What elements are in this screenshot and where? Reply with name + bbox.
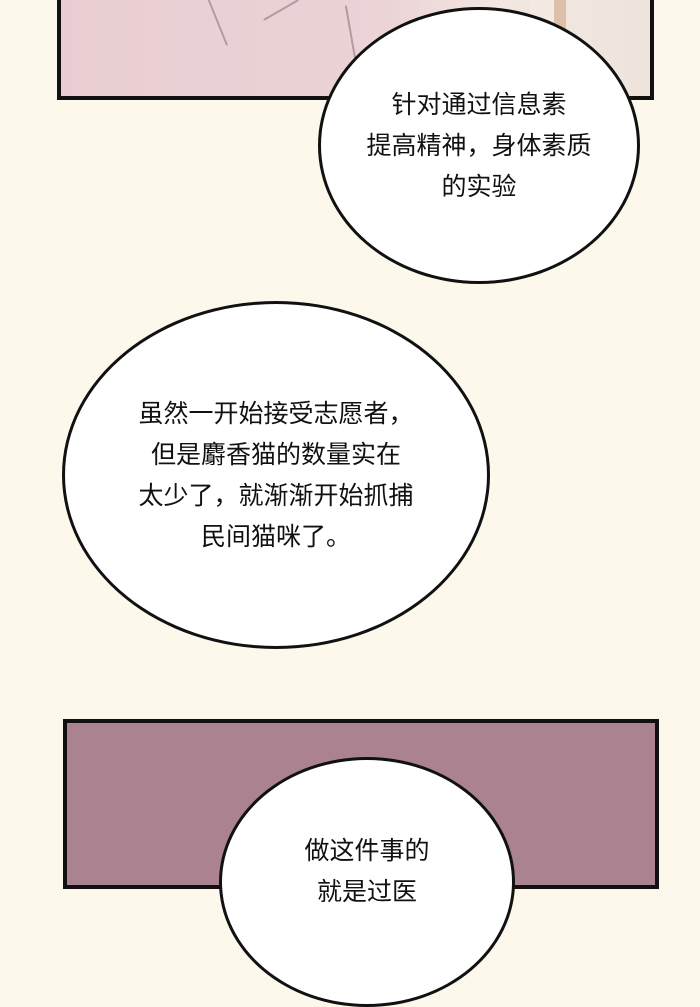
bubble-line: 太少了，就渐渐开始抓捕 <box>138 481 414 510</box>
bubble-line: 做这件事的 <box>304 836 430 865</box>
sketch-line <box>199 0 229 46</box>
speech-bubble-2: 虽然一开始接受志愿者， 但是麝香猫的数量实在 太少了，就渐渐开始抓捕 民间猫咪了… <box>62 301 490 649</box>
bubble-line: 针对通过信息素 <box>391 90 567 119</box>
bubble-text: 虽然一开始接受志愿者， 但是麝香猫的数量实在 太少了，就渐渐开始抓捕 民间猫咪了… <box>138 393 413 557</box>
bubble-text: 针对通过信息素 提高精神，身体素质 的实验 <box>366 84 591 207</box>
bubble-line: 就是过医 <box>316 877 417 906</box>
bubble-line: 虽然一开始接受志愿者， <box>138 399 414 428</box>
bubble-line: 但是麝香猫的数量实在 <box>150 440 401 469</box>
sketch-line <box>263 0 299 21</box>
speech-bubble-3: 做这件事的 就是过医 <box>219 757 515 1007</box>
speech-bubble-1: 针对通过信息素 提高精神，身体素质 的实验 <box>318 7 640 284</box>
bubble-line: 民间猫咪了。 <box>200 522 351 551</box>
bubble-text: 做这件事的 就是过医 <box>304 830 429 912</box>
bubble-line: 的实验 <box>441 172 517 201</box>
bubble-line: 提高精神，身体素质 <box>366 131 592 160</box>
